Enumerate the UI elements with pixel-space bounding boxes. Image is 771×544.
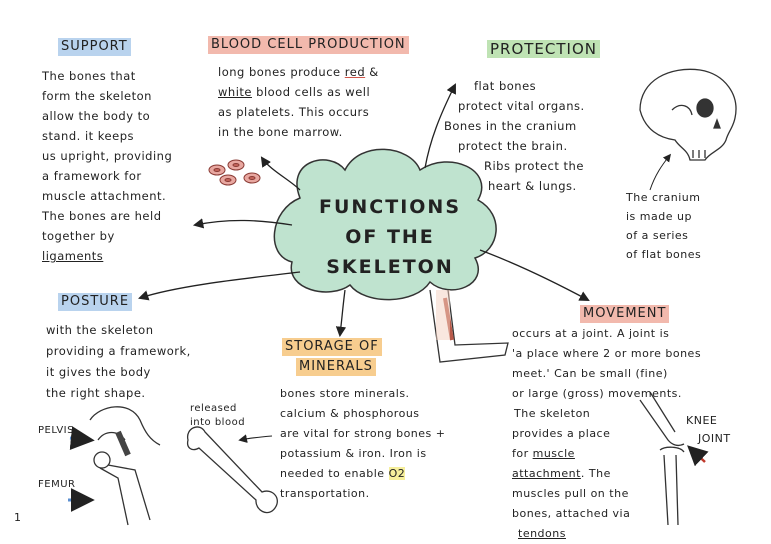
support-line: allow the body to	[42, 109, 151, 123]
femur-label: FEMUR	[38, 479, 76, 490]
arrow-to-storage	[335, 289, 347, 338]
protection-line: flat bones	[474, 79, 537, 93]
knee-arrow	[687, 445, 709, 467]
arrow-to-posture	[138, 271, 301, 301]
pelvis-femur-icon	[89, 406, 161, 526]
pelvis-label: PELVIS	[38, 425, 74, 436]
protection-line: heart & lungs.	[488, 179, 577, 193]
support-line: The bones that	[42, 69, 136, 83]
blood-line: as platelets. This occurs	[218, 105, 370, 119]
support-line: form the skeleton	[42, 89, 152, 103]
support-text: The bones that form the skeleton allow t…	[42, 66, 172, 266]
arm-icon	[429, 289, 509, 363]
arrow-to-support	[192, 218, 293, 229]
movement-heading: MOVEMENT	[580, 305, 670, 323]
center-cloud	[273, 148, 497, 301]
attachment-word: attachment	[512, 467, 581, 480]
support-line: us upright, providing	[42, 149, 173, 163]
posture-heading: POSTURE	[58, 293, 133, 311]
oxygen-symbol: O2	[388, 467, 406, 480]
support-heading: SUPPORT	[58, 38, 131, 56]
arrow-cranium	[649, 153, 671, 191]
long-bone-icon	[186, 426, 278, 514]
knee-joint-label: KNEE JOINT	[686, 414, 731, 445]
protection-text: flat bones protect vital organs. Bones i…	[444, 76, 585, 196]
movement-text: occurs at a joint. A joint is 'a place w…	[512, 327, 702, 540]
support-line: a framework for	[42, 169, 142, 183]
storage-text: bones store minerals. calcium & phosphor…	[280, 387, 446, 500]
center-line2: OF THE	[345, 226, 435, 248]
pelvis-arrow	[69, 426, 95, 451]
blood-red-word: red	[344, 65, 366, 79]
protection-heading: PROTECTION	[487, 40, 601, 58]
arrow-released	[238, 434, 273, 443]
page-number: 1	[14, 511, 22, 524]
protection-line: protect the brain.	[458, 139, 568, 153]
storage-heading-1: STORAGE OF	[282, 338, 382, 356]
support-line: together by	[42, 229, 115, 243]
blood-white-word: white	[218, 85, 252, 99]
arrow-to-protection	[424, 83, 456, 169]
blood-cells-icon	[208, 159, 261, 186]
tendons-word: tendons	[518, 527, 566, 540]
support-line: muscle attachment.	[42, 189, 167, 203]
blood-heading: BLOOD CELL PRODUCTION	[208, 36, 409, 54]
knee-joint-icon	[639, 391, 685, 526]
cranium-note: The cranium is made up of a series of fl…	[626, 191, 702, 261]
arrow-to-blood	[260, 156, 301, 191]
center-line3: SKELETON	[326, 256, 454, 278]
storage-heading-2: MINERALS	[296, 358, 376, 376]
support-line: stand. it keeps	[42, 129, 134, 143]
center-line1: FUNCTIONS	[318, 196, 462, 218]
posture-text: with the skeleton providing a framework,…	[46, 323, 191, 400]
muscle-word: muscle	[532, 447, 575, 460]
support-ligaments: ligaments	[42, 249, 104, 263]
support-line: The bones are held	[42, 209, 162, 223]
released-note: released into blood	[190, 403, 246, 428]
arrow-to-movement	[479, 249, 590, 301]
protection-line: Ribs protect the	[484, 159, 584, 173]
blood-text: long bones produce red & white blood cel…	[218, 62, 379, 142]
center-title: FUNCTIONS OF THE SKELETON	[300, 192, 480, 282]
protection-line: protect vital organs.	[458, 99, 585, 113]
blood-line: in the bone marrow.	[218, 125, 343, 139]
protection-line: Bones in the cranium	[444, 119, 577, 133]
skull-icon	[639, 68, 737, 161]
